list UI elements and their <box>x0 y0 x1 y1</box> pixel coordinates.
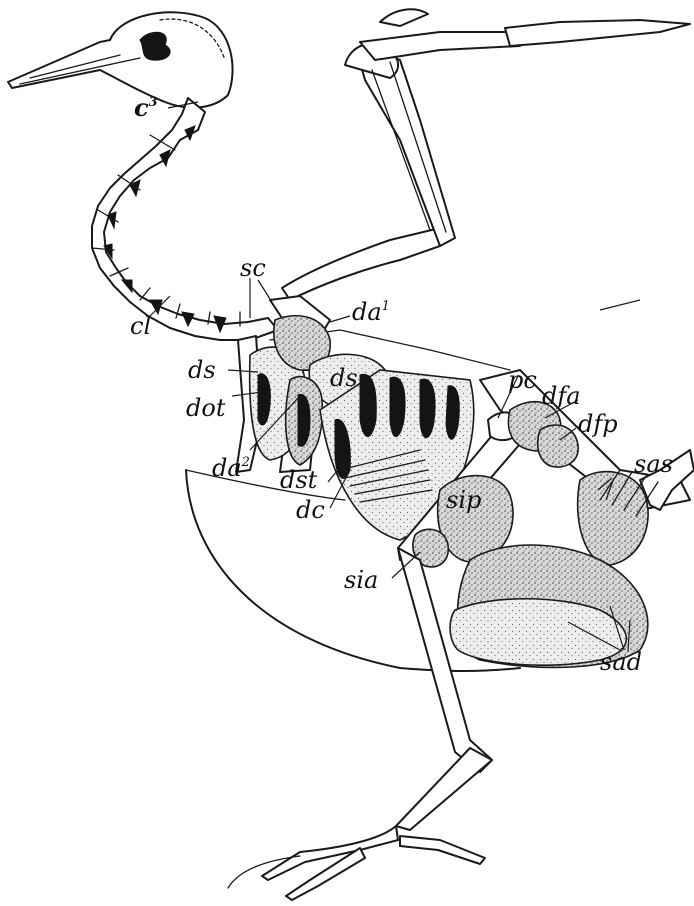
label-dst: dst <box>280 466 318 494</box>
leg-skeleton <box>228 548 492 900</box>
label-dc: dc <box>296 496 325 524</box>
label-c3: c3 <box>134 93 158 122</box>
label-dfa: dfa <box>542 382 581 410</box>
label-cl: cl <box>130 312 151 340</box>
label-ds-left: ds <box>188 356 216 384</box>
label-sia: sia <box>344 566 378 594</box>
label-dfp: dfp <box>578 410 618 438</box>
label-sad: sad <box>600 648 642 676</box>
label-sip: sip <box>446 486 481 514</box>
skull <box>8 12 233 107</box>
wing-skeleton <box>282 9 690 300</box>
label-da2: da2 <box>212 454 250 482</box>
skull-orbit-mark <box>140 32 170 60</box>
label-sc: sc <box>240 254 266 282</box>
label-pc: pc <box>508 366 537 394</box>
label-da1: da1 <box>352 298 390 326</box>
label-dot: dot <box>186 394 226 422</box>
air-sac-sas <box>578 472 648 565</box>
label-sas: sas <box>634 450 673 478</box>
label-ds-center: ds <box>330 364 358 392</box>
